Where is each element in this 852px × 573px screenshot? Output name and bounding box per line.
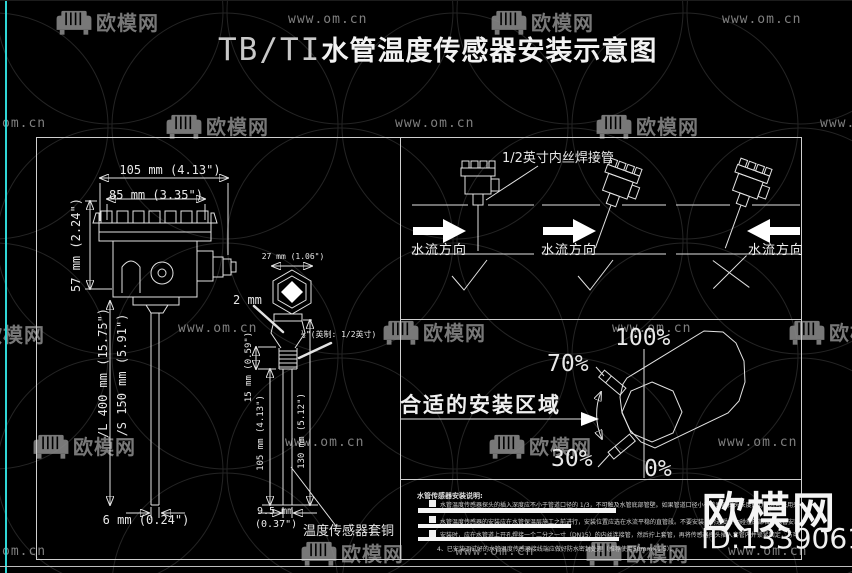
title-model-prefix: TB/TI	[218, 32, 322, 68]
sofa-icon	[32, 433, 70, 459]
note-highlight-bar	[418, 524, 571, 528]
dim-label-sleeve-total: 130 mm (5.12")	[297, 393, 307, 469]
note-highlight-bar	[418, 537, 619, 541]
watermark-url-partial: om.cn	[2, 544, 47, 559]
cyan-edge-line	[5, 1, 7, 573]
watermark-url: www.om.cn	[288, 12, 368, 27]
pipe-bore	[621, 381, 683, 443]
dim-label-probe-diameter: 6 mm (0.24")	[102, 513, 190, 527]
swing-arc	[597, 392, 602, 439]
dim-label-hex: 27 mm (1.06")	[261, 252, 325, 261]
percent-0-label: 0%	[644, 456, 672, 482]
tip-leader-line	[252, 304, 285, 334]
watermark-url: www.om.cn	[718, 435, 798, 450]
watermark-url-partial: om.cn	[2, 116, 47, 131]
thread-spec-label: ½"(英制: 1/2英寸)	[301, 330, 377, 339]
watermark-url: www.om.cn	[722, 12, 802, 27]
watermark-brand: 欧模网	[490, 7, 594, 36]
percent-100-label: 100%	[615, 325, 671, 351]
percent-30-label: 30%	[551, 446, 593, 472]
flow-direction-label: 水流方向	[411, 243, 468, 258]
watermark-url: www.om.cn	[395, 116, 475, 131]
cross-icon	[712, 255, 750, 289]
notes-heading: 水管传感器安装说明:	[417, 492, 483, 500]
fitting-label: 1/2英寸内丝焊接管	[502, 151, 614, 166]
check-icon	[451, 259, 488, 291]
sofa-icon	[300, 540, 338, 566]
fitting-leader-line	[485, 165, 539, 201]
watermark-url-partial: www.	[820, 116, 852, 131]
hex-fitting-drawing	[272, 266, 312, 315]
site-logo-text: 欧模网	[702, 489, 837, 539]
bottom-border-line	[0, 566, 852, 567]
note-highlight-bar	[418, 508, 616, 513]
note-item-marker	[429, 500, 436, 507]
watermark-brand: 欧模网	[382, 317, 486, 346]
dim-label-sleeve-length: 105 mm (4.13")	[256, 395, 266, 471]
watermark-brand: 欧模网	[595, 111, 699, 140]
site-logo-id: ID:1339061	[701, 522, 852, 555]
sofa-icon	[488, 433, 526, 459]
sofa-icon	[788, 319, 826, 345]
zone-arrow-head	[581, 412, 599, 426]
dim-label-sleeve-dia-mm: 9.5 mm	[257, 506, 294, 517]
sleeve-label: 温度传感器套铜	[303, 524, 395, 539]
dim-label-head-height: 57 mm (2.24")	[69, 198, 83, 292]
drawing-title: TB/TI水管温度传感器安装示意图	[218, 29, 657, 68]
dim-label-probe-S: /S 150 mm (5.91")	[115, 313, 129, 437]
dim-label-head-width-inner: 85 mm (3.35")	[109, 188, 203, 202]
title-text: 水管温度传感器安装示意图	[321, 36, 658, 67]
dim-label-sleeve-dia-inch: (0.37")	[255, 519, 298, 530]
watermark-brand: 欧模网	[165, 111, 269, 140]
sofa-icon	[55, 9, 93, 35]
mini-sensor-upright	[460, 160, 500, 252]
note-item-1: 水管温度传感器探头的插入深度应不小于管道口径的 1/3，不可触及水管底部管壁。如…	[440, 502, 796, 509]
dim-label-thread-length: 15 mm (0.59")	[244, 331, 254, 403]
flow-direction-label: 水流方向	[541, 243, 598, 258]
check-icon	[577, 259, 614, 291]
dim-label-probe-L: /L 400 mm (15.75")	[96, 307, 110, 439]
thread-leader-line	[297, 341, 333, 360]
note-item-marker	[429, 530, 436, 537]
watermark-brand: 欧模网	[55, 7, 159, 36]
dim-label-head-width-outer: 105 mm (4.13")	[119, 163, 221, 177]
percent-70-label: 70%	[547, 351, 589, 377]
sofa-icon	[382, 319, 420, 345]
watermark-brand-partial: 欧模网	[788, 317, 852, 346]
sleeve-label-leader	[290, 466, 337, 527]
sofa-icon	[165, 113, 203, 139]
watermark-brand: 欧模网	[300, 538, 404, 567]
dim-label-tip: 2 mm	[233, 293, 262, 307]
sensor-at-30	[607, 433, 637, 460]
sensor-at-70	[597, 369, 627, 396]
note-item-2: 水管温度传感器的安装应在水管保温层施工之前进行，安装位置应选在水流平稳的直管段。…	[440, 519, 796, 526]
sofa-icon	[595, 113, 633, 139]
flow-direction-label: 水流方向	[748, 243, 805, 258]
note-item-4: 4、已安装调试好的水管温度传感器接线端应做好防水密封处理（推荐使用50mm×1.…	[437, 546, 676, 553]
note-item-3: 安装时，应在水管道上开孔焊接一个二分之一寸（DN15）的内丝连接管，然后拧上套管…	[440, 532, 796, 539]
watermark-brand-text: 欧模网	[96, 11, 159, 35]
note-item-marker	[429, 516, 436, 523]
installation-examples	[412, 157, 800, 291]
suitable-zone-label: 合适的安装区域	[400, 393, 561, 417]
